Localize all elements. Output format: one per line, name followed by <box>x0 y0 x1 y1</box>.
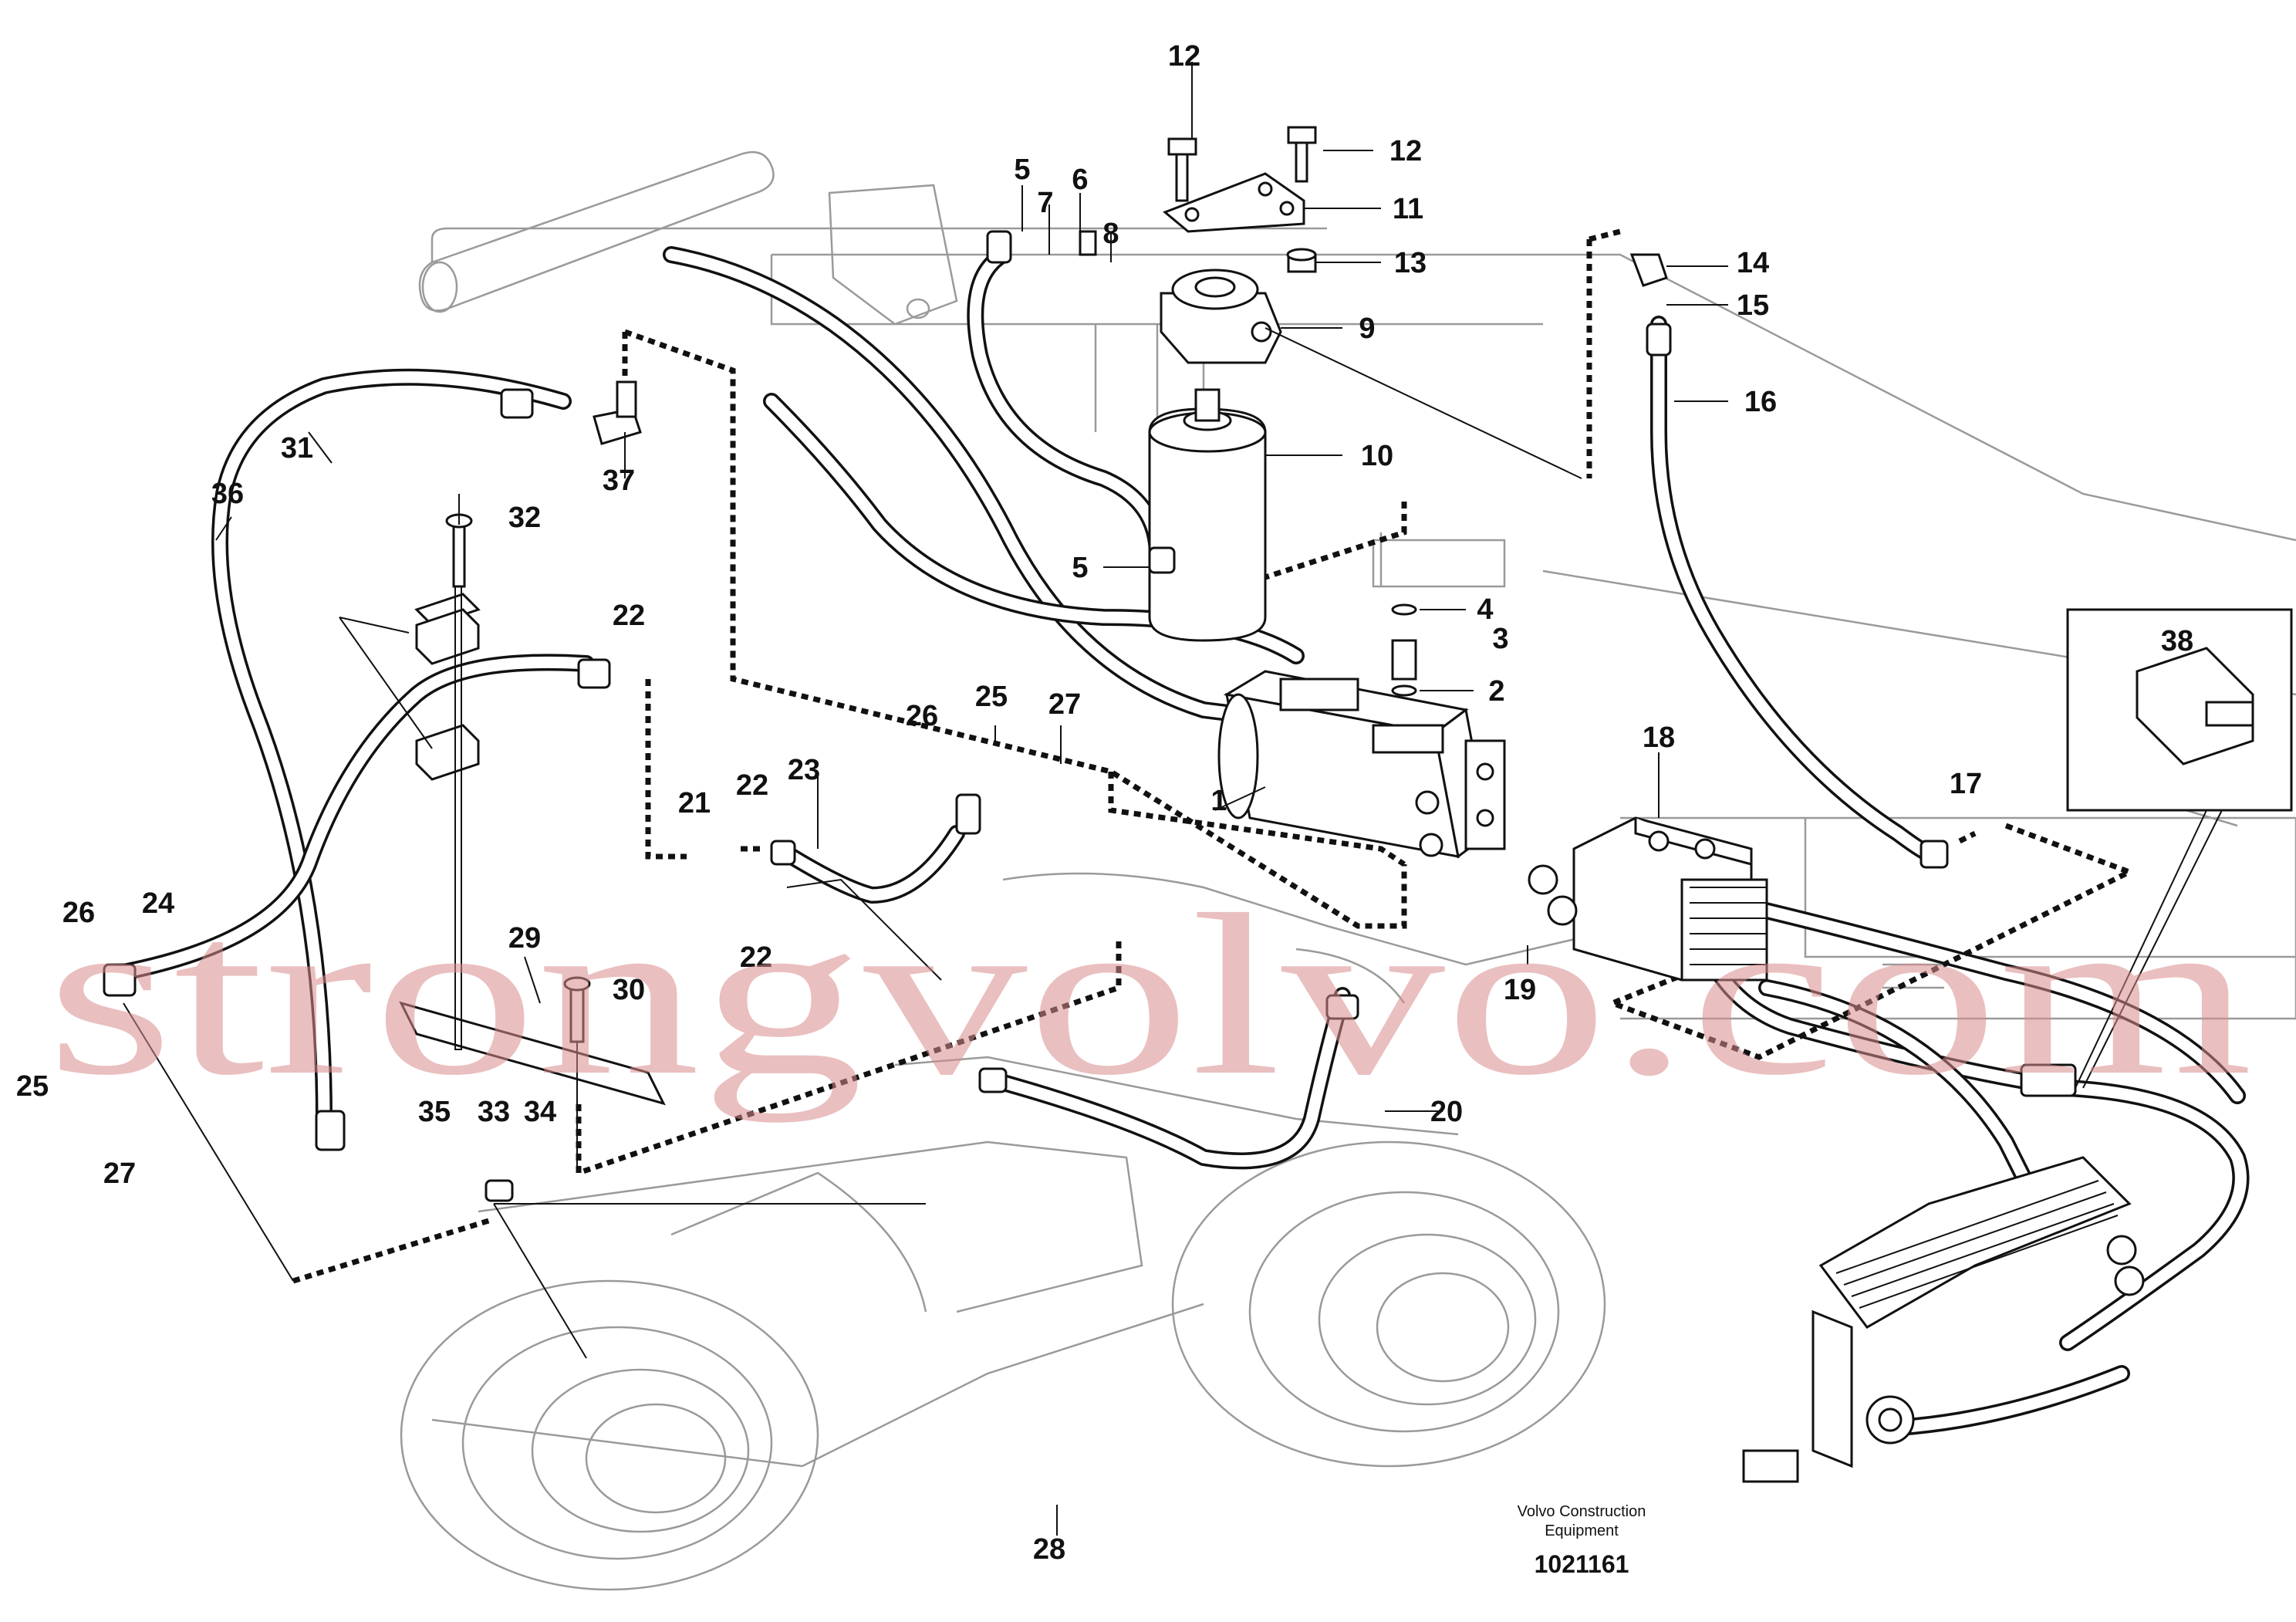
watermark: strongvolvo.com <box>46 867 2253 1124</box>
callout-label: 16 <box>1744 386 1777 418</box>
callout-label: 25 <box>975 681 1008 713</box>
callout-label: 22 <box>736 769 768 802</box>
title-block: Volvo Construction Equipment 1021161 <box>1518 1503 1646 1578</box>
callout-label: 32 <box>508 502 541 534</box>
callout-label: 9 <box>1359 313 1375 345</box>
callout-label: 23 <box>788 754 820 786</box>
callout-label: 33 <box>478 1096 510 1128</box>
callout-label: 15 <box>1737 289 1769 322</box>
callout-label: 22 <box>740 941 772 974</box>
callout-label: 26 <box>906 700 938 732</box>
callout-label: 11 <box>1393 193 1423 225</box>
callout-label: 30 <box>613 974 645 1006</box>
background-frame <box>400 150 2296 1591</box>
callout-label: 1 <box>1210 785 1227 817</box>
callout-label: 3 <box>1492 623 1508 655</box>
callout-label: 8 <box>1102 218 1119 250</box>
callout-label: 17 <box>1950 768 1982 800</box>
callout-labels: 1 2 3 4 5 5 6 7 8 9 10 11 12 12 13 14 15… <box>16 40 2193 1566</box>
callout-label: 25 <box>16 1070 49 1103</box>
callout-label: 36 <box>211 478 244 510</box>
callout-label: 20 <box>1430 1096 1463 1128</box>
brand-line-1: Volvo Construction <box>1518 1503 1646 1520</box>
callout-label: 18 <box>1643 721 1675 754</box>
callout-label: 21 <box>678 787 711 819</box>
callout-label: 27 <box>103 1157 136 1190</box>
callout-label: 37 <box>603 465 635 497</box>
callout-label: 5 <box>1072 552 1088 584</box>
callout-label: 13 <box>1394 247 1427 279</box>
brand-line-2: Equipment <box>1545 1522 1619 1539</box>
callout-label: 24 <box>142 887 174 920</box>
callout-label: 4 <box>1477 593 1493 626</box>
components <box>103 126 2293 1483</box>
callout-label: 29 <box>508 922 541 955</box>
drawing-number: 1021161 <box>1535 1550 1629 1578</box>
callout-label: 31 <box>281 432 313 465</box>
callout-label: 7 <box>1037 187 1053 219</box>
callout-label: 38 <box>2161 625 2193 657</box>
callout-label: 28 <box>1033 1533 1065 1566</box>
callout-label: 19 <box>1504 974 1536 1006</box>
callout-label: 34 <box>524 1096 556 1128</box>
callout-label: 10 <box>1361 440 1393 472</box>
callout-label: 6 <box>1072 164 1088 196</box>
callout-label: 26 <box>62 897 95 929</box>
leader-lines <box>123 62 2223 1536</box>
callout-label: 35 <box>418 1096 451 1128</box>
callout-label: 12 <box>1389 135 1422 167</box>
callout-label: 27 <box>1048 688 1081 721</box>
callout-label: 14 <box>1737 247 1769 279</box>
callout-label: 12 <box>1168 40 1200 73</box>
callout-label: 5 <box>1014 154 1030 186</box>
callout-label: 2 <box>1488 675 1504 708</box>
callout-label: 22 <box>613 600 645 632</box>
